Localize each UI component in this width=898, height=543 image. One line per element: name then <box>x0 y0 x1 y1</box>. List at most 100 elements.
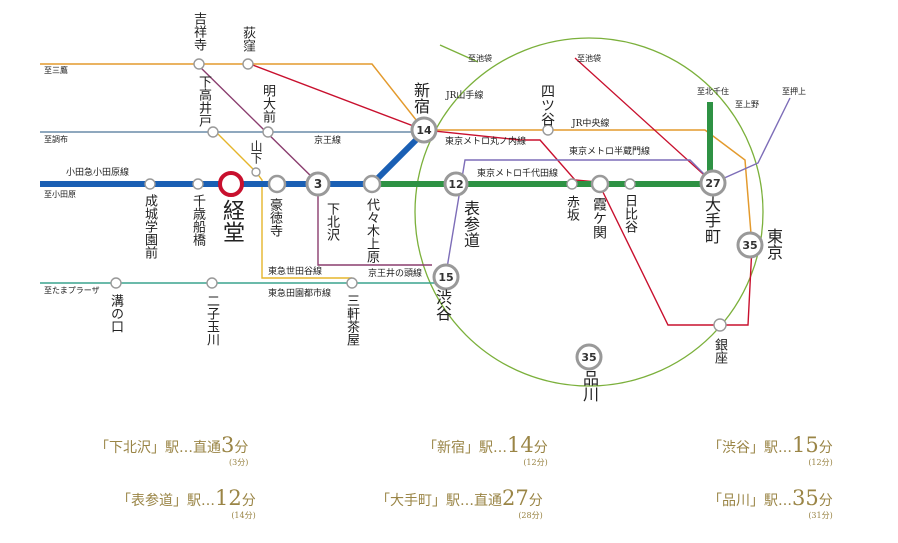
badge-shinjuku <box>410 116 438 144</box>
line-label-hanzomon: 東京メトロ半蔵門線 <box>569 147 651 157</box>
station-seijo: 成城学園前 <box>142 194 157 259</box>
station-shimokitazawa: 下北沢 <box>324 202 339 241</box>
travel-time-unit: 分 <box>818 440 833 456</box>
station-dot-futakotamagawa <box>206 277 218 289</box>
badge-number-shimokitazawa: 3 <box>314 177 322 191</box>
line-label-keio: 京王線 <box>314 136 342 146</box>
direction-ikebukuro-1: 至池袋 <box>468 54 492 63</box>
direction-odawara: 至小田原 <box>44 190 76 199</box>
badge-number-shibuya: 15 <box>438 271 453 284</box>
travel-time-minutes: 12 <box>215 486 242 510</box>
travel-time-prefix: 「渋谷」駅… <box>708 440 792 456</box>
station-gotokuji: 豪徳寺 <box>267 198 282 237</box>
travel-time-prefix: 「品川」駅… <box>708 493 792 509</box>
station-yoyogiuehara: 代々木上原 <box>364 198 379 263</box>
station-dot-ogikubo <box>242 58 254 70</box>
travel-time-shimokitazawa: 「下北沢」駅…直通3分 (3分) <box>95 433 249 467</box>
travel-time-sub: (12分) <box>523 458 548 467</box>
badge-omotesando <box>443 171 469 197</box>
line-label-inokashira: 京王井の頭線 <box>368 269 423 279</box>
station-dot-chitose <box>192 178 204 190</box>
badge-number-tokyo: 35 <box>742 239 757 252</box>
station-dot-yotsuya <box>542 124 554 136</box>
station-dot-sangenjaya <box>346 277 358 289</box>
direction-mitaka: 至三鷹 <box>44 66 68 75</box>
travel-time-shinjuku: 「新宿」駅…14分 (12分) <box>423 433 548 467</box>
travel-time-sub: (31分) <box>808 511 833 520</box>
travel-time-omotesando: 「表参道」駅…12分 (14分) <box>117 486 256 520</box>
marunouchi-ikebukuro-line <box>574 57 714 184</box>
station-dot-seijo <box>144 178 156 190</box>
station-otemachi: 大手町 <box>702 196 721 244</box>
station-tokyo: 東京 <box>764 228 783 260</box>
station-kichijoji: 吉祥寺 <box>191 12 206 51</box>
direction-tama-plaza: 至たまプラーザ <box>44 286 100 295</box>
station-dot-ginza <box>713 318 727 332</box>
inokashira-line <box>317 185 432 266</box>
line-label-marunouchi: 東京メトロ丸ノ内線 <box>445 137 527 147</box>
travel-time-shibuya: 「渋谷」駅…15分 (12分) <box>708 433 833 467</box>
badge-tokyo <box>736 231 764 259</box>
badge-shinagawa <box>575 343 603 371</box>
travel-time-otemachi: 「大手町」駅…直通27分 (28分) <box>376 486 543 520</box>
badge-number-otemachi: 27 <box>705 177 720 190</box>
travel-time-minutes: 35 <box>792 486 819 510</box>
travel-time-shinagawa: 「品川」駅…35分 (31分) <box>708 486 833 520</box>
travel-time-sub: (12分) <box>808 458 833 467</box>
line-label-odakyu: 小田急小田原線 <box>66 168 130 178</box>
travel-time-prefix: 「大手町」駅…直通 <box>376 493 502 509</box>
travel-time-sub: (14分) <box>231 511 256 520</box>
station-dot-kasumigaseki <box>590 174 610 194</box>
station-ogikubo: 荻窪 <box>240 26 255 52</box>
line-label-yamanote: JR山手線 <box>446 91 484 101</box>
station-akasaka: 赤坂 <box>564 195 579 221</box>
direction-ikebukuro-2: 至池袋 <box>577 54 601 63</box>
yamanote-loop-line <box>414 37 764 387</box>
yamanote-branch-line <box>439 44 479 63</box>
station-kasumigaseki: 霞ケ関 <box>591 197 607 239</box>
travel-time-minutes: 27 <box>502 486 529 510</box>
travel-time-sub: (28分) <box>518 511 543 520</box>
travel-time-unit: 分 <box>234 440 249 456</box>
line-label-denen: 東急田園都市線 <box>268 289 332 299</box>
station-meidaimae: 明大前 <box>260 84 275 123</box>
station-yotsuya: 四ツ谷 <box>539 84 555 126</box>
station-dot-yoyogiuehara <box>362 174 382 194</box>
travel-time-unit: 分 <box>528 493 543 509</box>
travel-time-prefix: 「表参道」駅… <box>117 493 215 509</box>
station-mizonokuchi: 溝の口 <box>108 294 123 333</box>
line-label-setagaya: 東急世田谷線 <box>268 267 323 277</box>
direction-oshiage: 至押上 <box>782 87 806 96</box>
setagaya-line <box>215 131 352 279</box>
marunouchi-line <box>249 63 753 326</box>
station-dot-hibiya <box>624 178 636 190</box>
station-kyodo: 経堂 <box>219 199 244 243</box>
station-dot-yamashita <box>251 167 261 177</box>
station-shinagawa: 品川 <box>580 370 599 402</box>
travel-time-prefix: 「新宿」駅… <box>423 440 507 456</box>
station-shimotakaido: 下高井戸 <box>196 75 211 127</box>
station-ginza: 銀座 <box>712 338 727 364</box>
direction-chofu: 至調布 <box>44 135 68 144</box>
badge-shibuya <box>432 263 460 291</box>
travel-time-sub: (3分) <box>229 458 249 467</box>
line-label-chuo: JR中央線 <box>572 119 610 129</box>
station-dot-kichijoji <box>193 58 205 70</box>
travel-time-minutes: 15 <box>792 433 819 457</box>
kyodo-home-marker <box>218 171 244 197</box>
badge-number-omotesando: 12 <box>448 178 463 191</box>
badge-number-shinagawa: 35 <box>581 351 596 364</box>
station-dot-shimotakaido <box>207 126 219 138</box>
station-dot-gotokuji <box>267 174 287 194</box>
travel-time-minutes: 14 <box>507 433 534 457</box>
station-shinjuku: 新宿 <box>411 82 430 114</box>
kichijoji-link-line <box>198 65 319 184</box>
station-futakotamagawa: 二子玉川 <box>204 294 219 346</box>
badge-number-shinjuku: 14 <box>416 124 432 137</box>
travel-time-unit: 分 <box>818 493 833 509</box>
line-label-chiyoda: 東京メトロ千代田線 <box>477 169 559 179</box>
station-dot-meidaimae <box>262 126 274 138</box>
travel-time-prefix: 「下北沢」駅…直通 <box>95 440 221 456</box>
direction-kitasenju: 至北千住 <box>697 87 729 96</box>
